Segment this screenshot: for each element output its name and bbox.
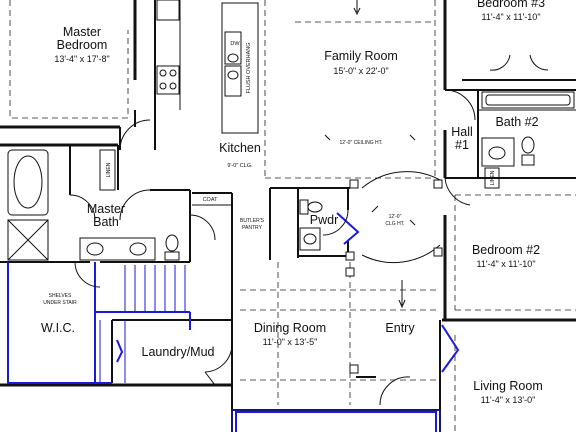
entry-ceiling-note: 12'-0" [389,214,402,220]
bath2-sink-icon [481,137,515,167]
hall1-label-2: #1 [455,138,469,152]
master-bedroom-label: Master [63,25,101,39]
bedroom2-label: Bedroom #2 [472,243,540,257]
master-bath-label: Master [87,202,125,216]
labels: Master Bedroom 13'-4" x 17'-8" Family Ro… [41,0,545,405]
post [345,267,355,277]
family-room-dim: 15'-0" x 22'-0" [333,66,388,76]
butlers-pantry-label: BUTLER'S [240,218,265,224]
dishwasher-label: DW [230,41,240,47]
double-vanity-icon [79,237,156,261]
dining-room-label: Dining Room [254,321,326,335]
doors [69,54,549,406]
bedroom3-dim: 11'-4" x 11'-10" [481,12,540,22]
bath2-label: Bath #2 [495,115,538,129]
bath2-tub-icon [481,91,575,109]
butlers-pantry-label-2: PANTRY [242,225,262,231]
shelves-label-2: UNDER STAIR [43,300,77,306]
master-bedroom-label-2: Bedroom [57,38,108,52]
linen-closet [99,149,116,191]
linen-right-label: LINEN [490,170,496,185]
toilet-icon [164,234,180,261]
linen-closet-right [484,167,500,189]
bathtub-icon [7,149,49,216]
coat-label: COAT [203,197,219,203]
family-ceiling-note: 12'-0" CEILING HT. [339,140,382,146]
refrigerator [156,0,180,21]
kitchen-label: Kitchen [219,141,261,155]
master-bath-label-2: Bath [93,215,119,229]
post [349,179,359,189]
kitchen-island [221,2,259,134]
entry-label: Entry [385,321,415,335]
hall1-label: Hall [451,125,473,139]
master-bedroom-dim: 13'-4" x 17'-8" [54,54,109,64]
post [345,251,355,261]
wic-label: W.I.C. [41,321,75,335]
linen-left-label: LINEN [106,162,112,177]
entry-ceiling-note-2: CLG HT. [385,221,404,227]
kitchen-ceiling-note: 9'-0" CLG. [227,163,253,169]
laundry-label: Laundry/Mud [142,345,215,359]
highlight-zone [7,212,460,432]
fixtures [7,0,575,374]
powder-toilet-icon [299,199,323,215]
dining-room-dim: 11'-0" x 13'-5" [263,337,318,347]
range-icon [156,65,180,95]
family-room-label: Family Room [324,49,398,63]
post [349,364,359,374]
bedroom2-dim: 11'-4" x 11'-10" [476,259,535,269]
post [433,179,443,189]
living-room-label: Living Room [473,379,542,393]
shelves-label: SHELVES [49,293,72,299]
stairs [124,265,186,312]
overhead-dashes [9,0,576,432]
pwdr-label: Pwdr [310,213,338,227]
bath2-toilet-icon [521,136,535,166]
living-room-dim: 11'-4" x 13'-0" [481,395,536,405]
bedroom3-label: Bedroom #3 [477,0,545,10]
flush-overhang-label: FLUSH OVERHANG [246,42,252,93]
shower-icon [7,219,49,261]
powder-sink-icon [299,227,321,251]
post [433,247,443,257]
